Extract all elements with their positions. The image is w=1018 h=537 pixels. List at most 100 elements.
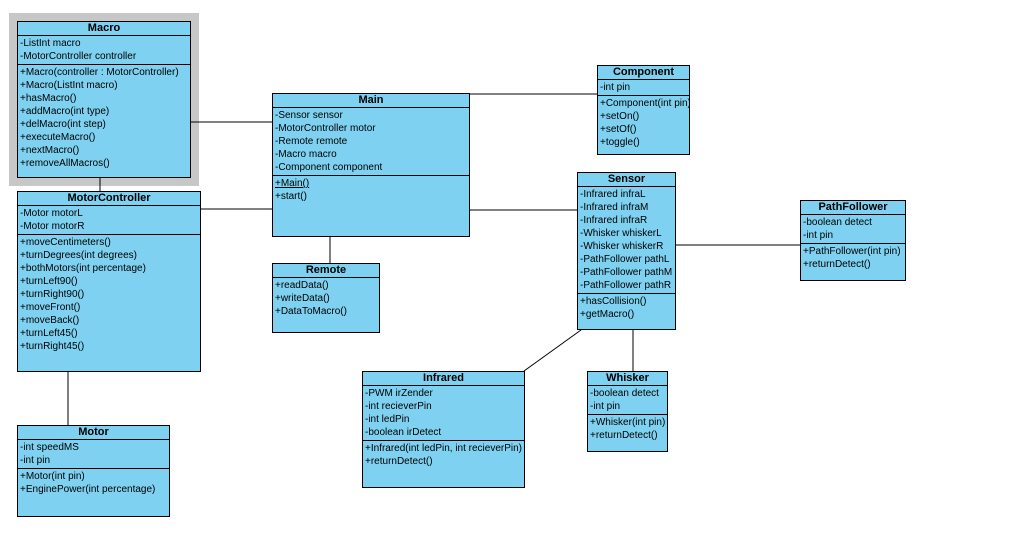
class-member: +moveCentimeters() [20,237,111,248]
class-title[interactable]: Main [273,94,469,108]
class-member: +setOn() [600,111,640,122]
class-attributes: -Infrared infraL -Infrared infraM -Infrare… [578,187,675,294]
class-member: -MotorController controller [20,51,137,62]
class-methods: +Infrared(int ledPin, int recieverPin) +r… [363,441,524,487]
class-member: +readData() [275,280,329,291]
class-member: +Main() [275,178,310,189]
class-title[interactable]: Remote [273,264,379,278]
class-methods: +PathFollower(int pin) +returnDetect() [801,244,905,280]
class-member: -int speedMS [20,442,79,453]
class-title[interactable]: Motor [18,426,169,440]
class-member: -Infrared infraL [580,189,646,200]
class-member: -boolean detect [590,388,659,399]
class-member: -PWM irZender [365,388,433,399]
class-member: -PathFollower pathM [580,267,673,278]
class-member: -Macro macro [275,149,337,160]
class-member: -Motor motorR [20,221,85,232]
class-member: +moveFront() [20,302,81,313]
class-title[interactable]: Component [598,66,689,80]
class-member: -Whisker whiskerR [580,241,664,252]
class-member: +Macro(ListInt macro) [20,80,118,91]
class-title[interactable]: Sensor [578,173,675,187]
class-member: +start() [275,191,307,202]
class-title[interactable]: Whisker [588,372,667,386]
class-member: -PathFollower pathR [580,280,672,291]
class-member: +moveBack() [20,315,80,326]
class-member: +EnginePower(int percentage) [20,484,156,495]
class-member: +returnDetect() [803,259,871,270]
class-member: -int pin [590,401,621,412]
class-box-whisker[interactable]: Whisker -boolean detect -int pin +Whisker… [587,371,668,452]
class-member: +Infrared(int ledPin, int recieverPin) [365,443,523,454]
class-member: +Motor(int pin) [20,471,85,482]
class-member: +turnLeft90() [20,276,78,287]
class-member: -int ledPin [365,414,410,425]
class-title[interactable]: Infrared [363,372,524,386]
class-member: -Component component [275,162,383,173]
class-title[interactable]: PathFollower [801,201,905,215]
class-attributes: -ListInt macro -MotorController controlle… [18,36,190,65]
class-member: -Whisker whiskerL [580,228,662,239]
class-member: +Component(int pin) [600,98,689,109]
class-member: +turnRight45() [20,341,85,352]
class-member: +Whisker(int pin) [590,417,666,428]
class-member: +delMacro(int step) [20,119,106,130]
class-methods: +moveCentimeters() +turnDegrees(int degre… [18,235,200,371]
class-member: -ListInt macro [20,38,81,49]
class-member: +Macro(controller : MotorController) [20,67,179,78]
class-methods: +readData()+writeData()+DataToMacro() [273,278,379,332]
class-member: -Remote remote [275,136,348,147]
connector-sensor-infrared[interactable] [523,329,582,372]
class-methods: +Motor(int pin) +EnginePower(int percenta… [18,469,169,516]
class-member: -int pin [20,455,51,466]
class-member: +PathFollower(int pin) [803,246,901,257]
class-member: +turnDegrees(int degrees) [20,250,138,261]
class-attributes: -int speedMS -int pin [18,440,169,469]
class-box-remote[interactable]: Remote +readData()+writeData()+DataToMac… [272,263,380,333]
class-box-main[interactable]: Main -Sensor sensor-MotorController moto… [272,93,470,237]
class-methods: +Main() +start() [273,176,469,236]
selection-frame [9,13,199,186]
class-member: +setOf() [600,124,637,135]
class-member: +returnDetect() [365,456,433,467]
class-methods: +hasCollision() +getMacro() [578,294,675,329]
class-member: -Infrared infraR [580,215,648,226]
class-title[interactable]: Macro [18,22,190,36]
class-box-motorcontroller[interactable]: MotorController -Motor motorL-Motor moto… [17,191,201,372]
class-member: -boolean irDetect [365,427,442,438]
class-box-pathfollower[interactable]: PathFollower -boolean detect-int pin +Pa… [800,200,906,281]
class-member: +writeData() [275,293,330,304]
class-title[interactable]: MotorController [18,192,200,206]
class-box-motor[interactable]: Motor -int speedMS -int pin +Motor(int pi… [17,425,170,517]
class-box-component[interactable]: Component -int pin +Component(int pin) +s… [597,65,690,155]
class-member: +getMacro() [580,309,635,320]
class-attributes: -boolean detect-int pin [801,215,905,244]
class-attributes: -boolean detect -int pin [588,386,667,415]
class-methods: +Macro(controller : MotorController) +Mac… [18,65,190,177]
class-member: +removeAllMacros() [20,158,110,169]
class-member: +hasCollision() [580,296,647,307]
class-member: +turnRight90() [20,289,85,300]
class-methods: +Component(int pin)+setOn()+setOf()+togg… [598,96,689,154]
class-box-macro[interactable]: Macro -ListInt macro -MotorController con… [17,21,191,178]
class-member: -Sensor sensor [275,110,343,121]
class-member: -int pin [600,82,631,93]
class-member: +turnLeft45() [20,328,78,339]
class-member: +hasMacro() [20,93,77,104]
class-member: +addMacro(int type) [20,106,110,117]
class-member: -int pin [803,230,834,241]
class-attributes: -Motor motorL -Motor motorR [18,206,200,235]
class-member: +nextMacro() [20,145,80,156]
class-attributes: -Sensor sensor-MotorController motor-Rem… [273,108,469,176]
class-member: +returnDetect() [590,430,658,441]
class-box-infrared[interactable]: Infrared -PWM irZender-int recieverPin-i… [362,371,525,488]
class-member: +executeMacro() [20,132,96,143]
class-member: -Motor motorL [20,208,83,219]
class-member: +bothMotors(int percentage) [20,263,146,274]
class-attributes: -int pin [598,80,689,96]
class-box-sensor[interactable]: Sensor -Infrared infraL-Infrared infraM-… [577,172,676,330]
class-methods: +Whisker(int pin) +returnDetect() [588,415,667,451]
class-member: -Infrared infraM [580,202,649,213]
